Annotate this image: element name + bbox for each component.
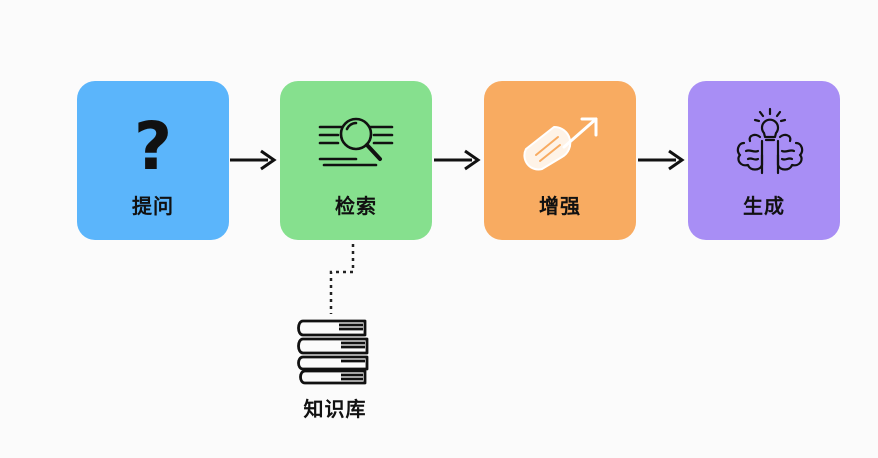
step-generate: 生成 [688, 81, 840, 240]
step-retrieve: 检索 [280, 81, 432, 240]
question-mark-icon: ? [134, 108, 172, 177]
step-augment: 增强 [484, 81, 636, 240]
enhance-arrow-icon [523, 117, 598, 171]
step-ask-label: 提问 [132, 194, 174, 218]
book-stack-icon [297, 319, 369, 385]
svg-text:?: ? [134, 108, 172, 177]
magnifier-icon [318, 117, 394, 167]
step-ask: ? 提问 [77, 81, 229, 240]
step-generate-label: 生成 [743, 194, 785, 218]
step-augment-label: 增强 [539, 194, 581, 218]
arrow-right-icon [434, 149, 481, 171]
brain-lightbulb-icon [736, 107, 804, 175]
knowledge-base: 知识库 [285, 245, 385, 425]
dotted-connector [329, 244, 355, 314]
arrow-right-icon [638, 149, 685, 171]
arrow-right-icon [230, 149, 277, 171]
knowledge-base-label: 知识库 [303, 397, 367, 421]
step-retrieve-label: 检索 [335, 194, 377, 218]
